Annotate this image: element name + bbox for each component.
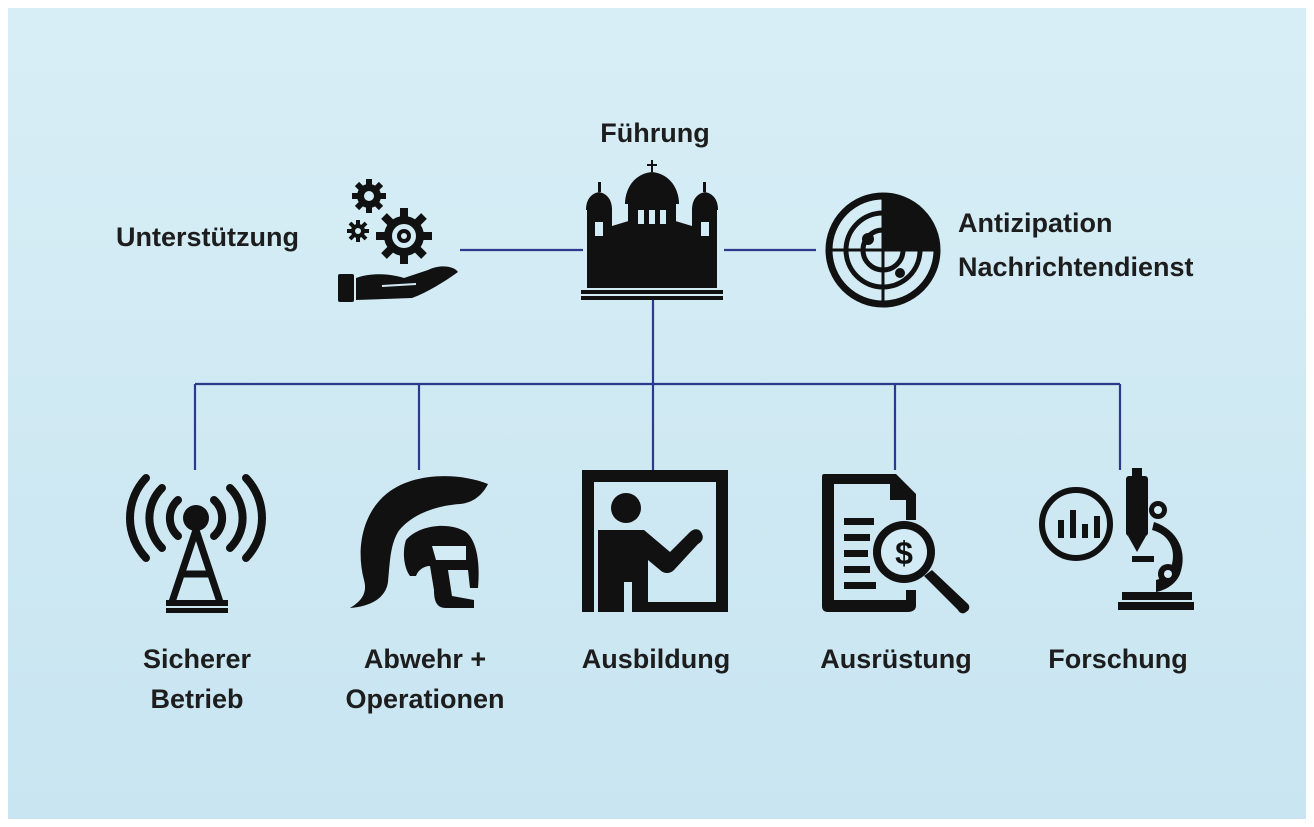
microscope-chart-icon [1039,468,1194,610]
gears-in-hand-icon [338,179,458,302]
node-label-abwehr: Abwehr + [363,644,487,674]
node-label-sicherer: Sicherer [142,644,252,674]
node-label-nachrichtendienst: Nachrichtendienst [958,252,1194,282]
document-magnifier-dollar-icon: $ [822,474,970,614]
spartan-helmet-icon [350,476,488,608]
node-label-forschung: Forschung [1048,644,1188,674]
connector-lines [193,248,1122,470]
government-building-icon [581,160,723,300]
node-label-betrieb: Betrieb [150,684,244,714]
node-label-ausbildung: Ausbildung [581,644,731,674]
node-label-operationen: Operationen [345,684,505,714]
svg-text:$: $ [895,535,913,571]
node-label-antizipation: Antizipation [958,208,1113,238]
diagram-canvas: Führung Unterstützung [8,8,1306,819]
radio-tower-icon [126,474,266,613]
radar-icon [825,192,941,308]
node-label-fuehrung: Führung [600,118,710,148]
node-label-unterstuetzung: Unterstützung [116,222,299,252]
teacher-at-board-icon [582,470,728,612]
node-label-ausruestung: Ausrüstung [820,644,972,674]
